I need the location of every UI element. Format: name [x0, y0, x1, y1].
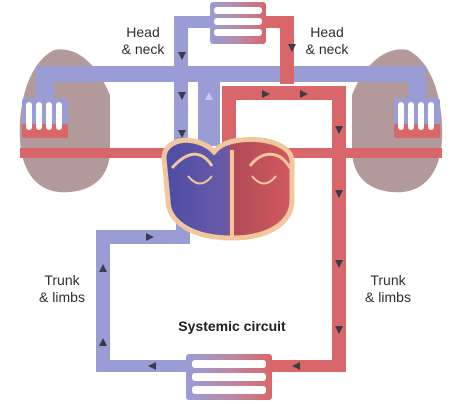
aorta — [222, 86, 346, 372]
label-line: Trunk — [370, 272, 406, 288]
capillary-bed-icon — [210, 2, 266, 44]
flow-arrow-icon — [300, 90, 308, 98]
flow-arrow-icon — [178, 52, 186, 60]
label-line: & limbs — [365, 289, 411, 305]
diagram-title: Systemic circuit — [178, 318, 286, 334]
heart-icon — [161, 136, 295, 241]
flow-arrow-icon — [335, 326, 343, 334]
vena-cava — [96, 230, 190, 372]
capillary-bed-icon — [22, 98, 68, 138]
capillary-bed-icon — [186, 354, 272, 400]
label-trunk-limbs-right: Trunk & limbs — [358, 272, 418, 306]
label-head-neck-left: Head & neck — [112, 24, 174, 58]
flow-arrow-icon — [99, 338, 107, 346]
flow-arrow-icon — [148, 362, 156, 370]
flow-arrow-icon — [99, 264, 107, 272]
flow-arrow-icon — [178, 92, 186, 100]
flow-arrows — [99, 44, 343, 370]
label-line: Head — [310, 24, 344, 40]
flow-arrow-icon — [178, 130, 186, 138]
flow-arrow-icon — [335, 126, 343, 134]
artery-head — [266, 16, 294, 84]
flow-arrow-icon — [335, 190, 343, 198]
label-head-neck-right: Head & neck — [296, 24, 358, 58]
flow-arrow-icon — [335, 260, 343, 268]
label-line: Head — [126, 24, 160, 40]
vein-to-lungs — [46, 66, 416, 82]
label-line: Trunk — [44, 272, 80, 288]
flow-arrow-icon — [146, 233, 154, 241]
label-line: & neck — [305, 41, 349, 57]
flow-arrow-icon — [205, 92, 213, 100]
label-line: & neck — [121, 41, 165, 57]
flow-arrow-icon — [262, 90, 270, 98]
label-line: & limbs — [39, 289, 85, 305]
flow-arrow-icon — [288, 44, 296, 52]
label-trunk-limbs-left: Trunk & limbs — [34, 272, 90, 306]
flow-arrow-icon — [292, 362, 300, 370]
capillary-bed-icon — [394, 98, 440, 138]
vein-head — [174, 16, 210, 150]
